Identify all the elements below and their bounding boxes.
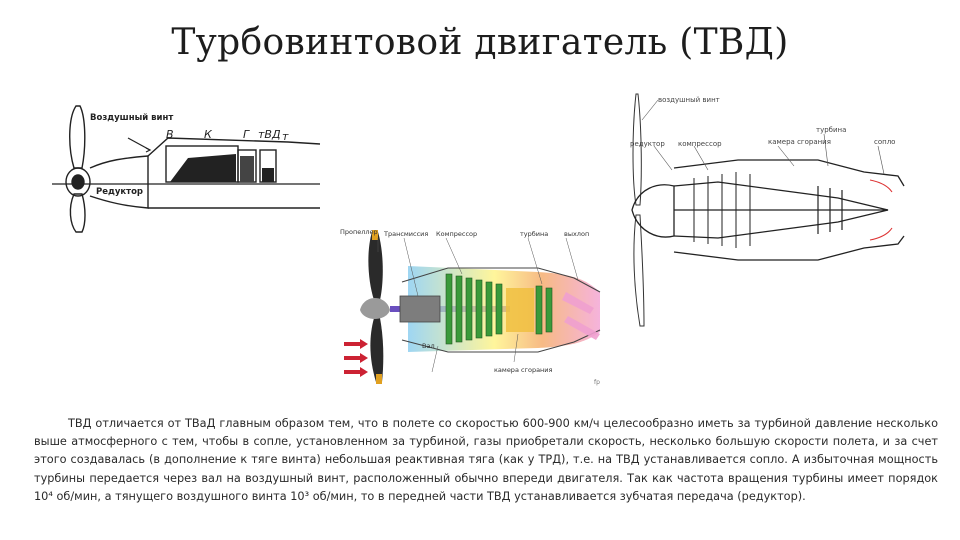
- turbine-label: турбина: [816, 126, 846, 134]
- corner-mark: fp: [594, 379, 600, 386]
- combustion-label: камера сгорания: [768, 138, 831, 146]
- turboprop-color-diagram: Пропеллер Трансмиссия Компрессор турбина…: [338, 222, 606, 390]
- propeller-blade-icon: [632, 93, 645, 327]
- propeller-label: Пропеллер: [340, 228, 378, 236]
- station-v-label: В: [166, 128, 174, 141]
- compressor-label: компрессор: [678, 140, 722, 148]
- transmission-label: Трансмиссия: [383, 230, 428, 238]
- station-g-label: Г: [243, 128, 250, 141]
- turbine-label: турбина: [520, 230, 548, 238]
- station-tvd-label: тВД: [258, 128, 281, 141]
- body-paragraph: ТВД отличается от ТВаД главным образом т…: [34, 417, 938, 503]
- turbine-stages: [817, 186, 843, 234]
- compressor-stages: [693, 172, 751, 248]
- turboprop-cross-section-diagram: воздушный винт редуктор компрессор камер…: [630, 93, 905, 327]
- turbine-block: [262, 168, 274, 182]
- leader-lines: [377, 237, 579, 373]
- intake-arrow-icon: [344, 339, 368, 377]
- propeller-icon: [360, 230, 390, 384]
- exhaust-arrow-icon: [562, 292, 600, 340]
- exhaust-label: выхлоп: [564, 230, 589, 238]
- reducer-label: Редуктор: [96, 187, 143, 197]
- propeller-label: Воздушный винт: [90, 113, 173, 123]
- nozzle-label: сопло: [874, 138, 895, 146]
- combustor-block: [240, 156, 254, 182]
- station-t-label: т: [282, 130, 289, 143]
- engine-casing: [401, 267, 601, 353]
- turboprop-schematic-diagram: Воздушный винт Редуктор В К Г тВД т: [52, 105, 321, 233]
- slide-title: Турбовинтовой двигатель (ТВД): [171, 22, 789, 63]
- reducer-icon: [65, 155, 149, 209]
- propeller-label: воздушный винт: [658, 96, 720, 104]
- engine-casing: [673, 159, 905, 261]
- station-k-label: К: [204, 128, 213, 141]
- compressor-rotors: [445, 273, 503, 345]
- combustion-label: камера сгорания: [494, 366, 553, 374]
- exhaust-flow-arrows: [869, 179, 893, 241]
- combustion-chamber: [506, 288, 534, 332]
- leader-lines: [641, 99, 885, 175]
- compressor-block: [170, 154, 236, 182]
- transmission-gearbox: [399, 295, 441, 323]
- spinner-icon: [631, 184, 675, 238]
- reducer-label: редуктор: [630, 140, 665, 148]
- compressor-label: Компрессор: [436, 230, 477, 238]
- turbine-rotors: [535, 285, 553, 335]
- shaft-label: Вал: [422, 342, 435, 350]
